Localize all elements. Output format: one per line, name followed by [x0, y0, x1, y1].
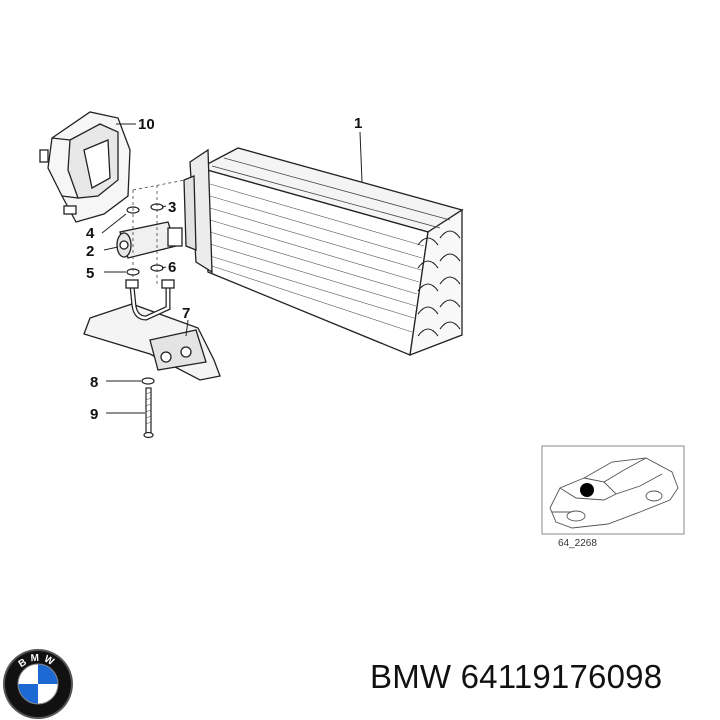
- callout-9: 9: [90, 406, 98, 423]
- callout-10: 10: [138, 116, 155, 133]
- car-outline: [549, 457, 679, 529]
- callout-4: 4: [86, 225, 95, 242]
- alignment-lines: [132, 179, 186, 290]
- callout-8: 8: [90, 374, 98, 391]
- callout-7: 7: [182, 305, 190, 322]
- part-number-caption: BMW 64119176098: [370, 658, 663, 695]
- callout-6: 6: [168, 259, 176, 276]
- washer: [141, 377, 155, 385]
- expansion-valve: [116, 221, 183, 259]
- housing-cover: [39, 111, 131, 223]
- callout-5: 5: [86, 265, 94, 282]
- callout-1: 1: [354, 115, 362, 132]
- callout-3: 3: [168, 199, 176, 216]
- vehicle-locator-inset: [541, 445, 685, 535]
- evaporator-core: [183, 147, 464, 357]
- screw: [143, 387, 154, 439]
- callout-2: 2: [86, 243, 94, 260]
- bmw-logo: BMW: [3, 649, 73, 719]
- leader-lines: [101, 123, 363, 414]
- pipe-bracket: [83, 279, 221, 381]
- location-marker: [580, 483, 594, 497]
- o-ring-4: [126, 206, 140, 214]
- inset-reference-code: 64_2268: [558, 538, 597, 549]
